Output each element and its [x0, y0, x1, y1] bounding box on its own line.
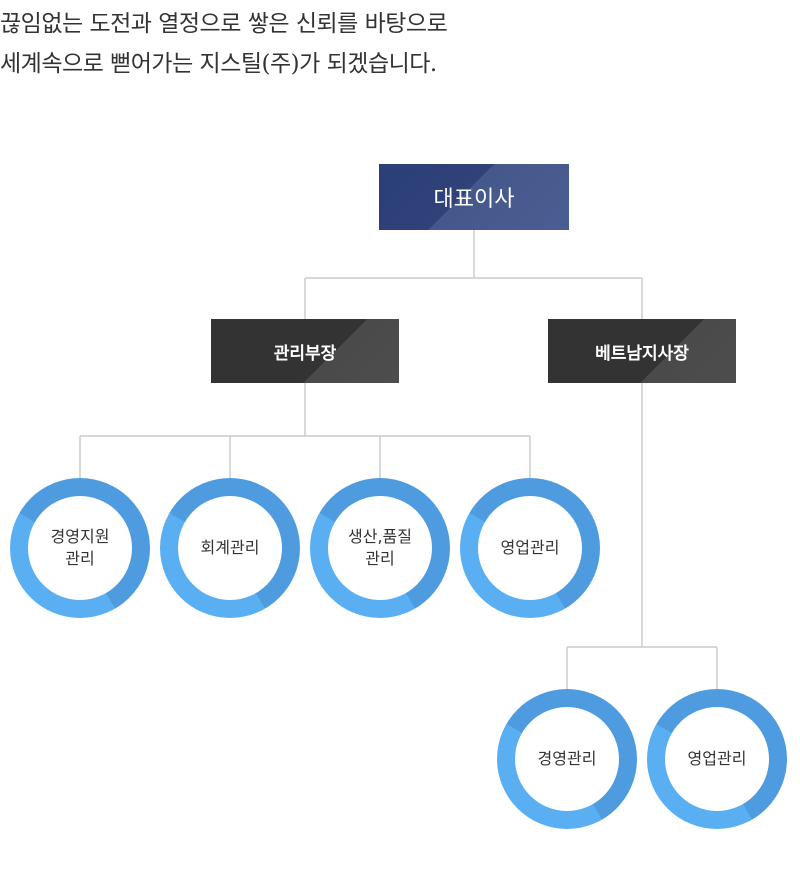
- admin-manager-box: 관리부장: [211, 319, 399, 383]
- vn-dept-circle-sales: 영업관리: [647, 689, 787, 829]
- vietnam-manager-label: 베트남지사장: [595, 343, 689, 364]
- dept-label-production-quality: 생산,품질 관리: [328, 496, 432, 600]
- admin-manager-label: 관리부장: [273, 343, 337, 364]
- vn-dept-label-management: 경영관리: [515, 707, 619, 811]
- dept-circle-management-support: 경영지원 관리: [10, 478, 150, 618]
- intro-line-2: 세계속으로 뻗어가는 지스틸(주)가 되겠습니다.: [0, 51, 437, 77]
- intro-line-1: 끊임없는 도전과 열정으로 쌓은 신뢰를 바탕으로: [0, 11, 448, 37]
- ceo-label: 대표이사: [433, 187, 515, 212]
- dept-label-management-support: 경영지원 관리: [28, 496, 132, 600]
- dept-label-sales: 영업관리: [478, 496, 582, 600]
- ceo-box: 대표이사: [379, 164, 569, 230]
- intro-text: 끊임없는 도전과 열정으로 쌓은 신뢰를 바탕으로 세계속으로 뻗어가는 지스틸…: [0, 4, 800, 84]
- vietnam-manager-box: 베트남지사장: [548, 319, 736, 383]
- dept-label-accounting: 회계관리: [178, 496, 282, 600]
- vn-dept-circle-management: 경영관리: [497, 689, 637, 829]
- dept-circle-sales: 영업관리: [460, 478, 600, 618]
- dept-circle-production-quality: 생산,품질 관리: [310, 478, 450, 618]
- vn-dept-label-sales: 영업관리: [665, 707, 769, 811]
- dept-circle-accounting: 회계관리: [160, 478, 300, 618]
